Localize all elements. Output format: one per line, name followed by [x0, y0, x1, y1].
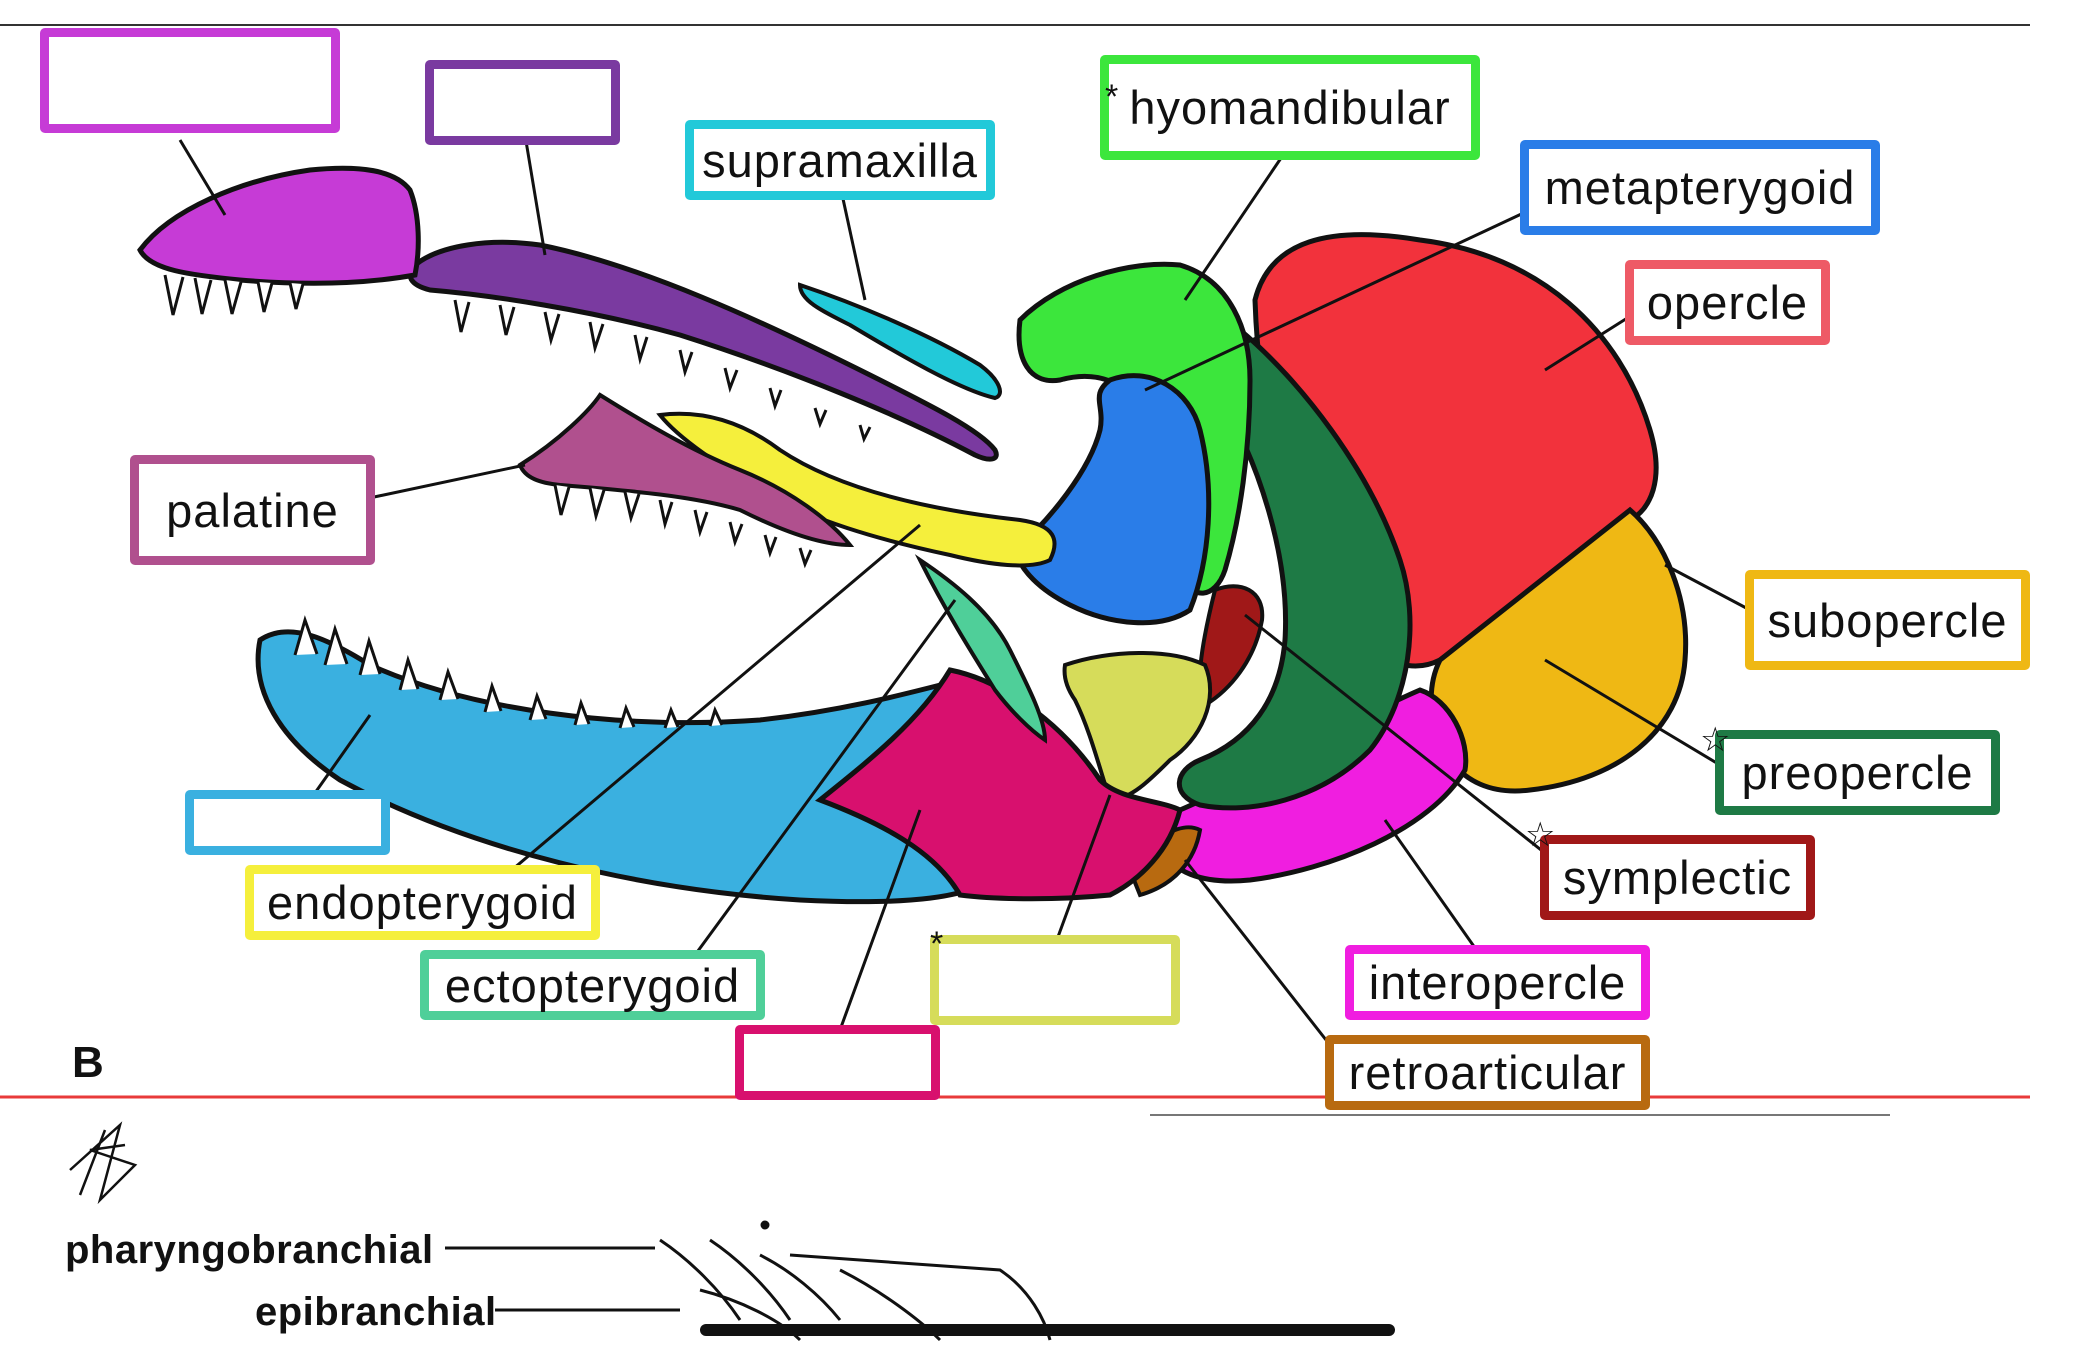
opercle-label: opercle — [1625, 260, 1830, 345]
preopercle-label: preopercle — [1715, 730, 2000, 815]
star-mark-quadrate: * — [930, 925, 944, 963]
quadrate-bone — [1062, 651, 1212, 803]
pharyngobranchial-label: pharyngobranchial — [65, 1228, 434, 1272]
star-mark-symplectic: ☆ — [1525, 816, 1556, 854]
blank-maxilla-box — [425, 60, 620, 145]
palatine-bone — [517, 392, 855, 548]
blank-dentary-box — [185, 790, 390, 855]
metapterygoid-bone — [1012, 373, 1212, 626]
star-mark-hyomandibular: * — [1105, 78, 1119, 116]
premaxilla-bone — [137, 165, 421, 286]
hyomandibular-label: hyomandibular — [1100, 55, 1480, 160]
blank-angular-box — [735, 1025, 940, 1100]
home-indicator[interactable] — [700, 1324, 1395, 1336]
teeth — [163, 274, 872, 729]
leader-lines — [178, 129, 1751, 1046]
retroarticular-label: retroarticular — [1325, 1035, 1650, 1110]
metapterygoid-label: metapterygoid — [1520, 140, 1880, 235]
palatine-label: palatine — [130, 455, 375, 565]
maxilla-bone — [407, 239, 999, 462]
symplectic-label: symplectic — [1540, 835, 1815, 920]
subopercle-label: subopercle — [1745, 570, 2030, 670]
gill-arches — [445, 1220, 1052, 1342]
supramaxilla-bone — [797, 282, 1002, 401]
epibranchial-label: epibranchial — [255, 1290, 497, 1334]
ectopterygoid-label: ectopterygoid — [420, 950, 765, 1020]
blank-premaxilla-box — [40, 28, 340, 133]
blank-quadrate-box — [930, 935, 1180, 1025]
supramaxilla-label: supramaxilla — [685, 120, 995, 200]
star-mark-preopercle: ☆ — [1700, 721, 1731, 759]
signature-scribble — [69, 1121, 138, 1205]
panel-letter: B — [72, 1038, 104, 1087]
endopterygoid-label: endopterygoid — [245, 865, 600, 940]
interopercle-label: interopercle — [1345, 945, 1650, 1020]
preopercle-bone — [1176, 325, 1413, 811]
